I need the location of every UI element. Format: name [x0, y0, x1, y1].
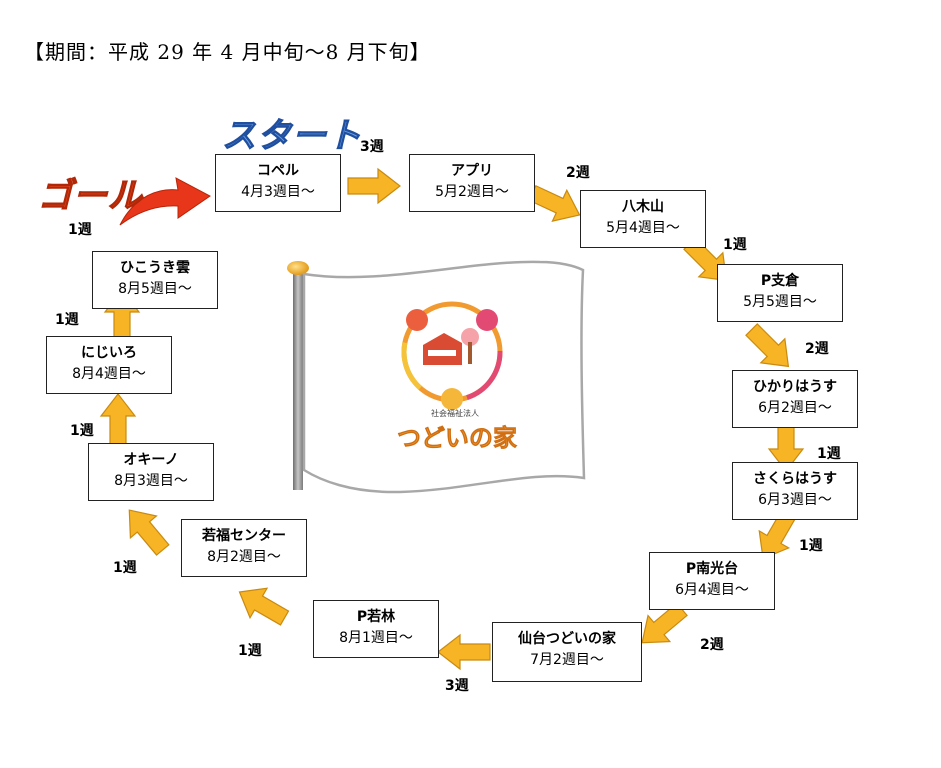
- stop-date: 4月3週目～: [241, 184, 315, 200]
- week-label: 1週: [55, 312, 79, 328]
- week-label: 2週: [805, 341, 829, 357]
- stop-date: 5月2週目～: [435, 184, 509, 200]
- org-name: つどいの家: [397, 424, 518, 453]
- flow-arrow: [99, 393, 137, 447]
- stop-name: アプリ: [451, 163, 493, 179]
- stop-date: 8月3週目～: [114, 473, 188, 489]
- week-label: 2週: [700, 637, 724, 653]
- goal-arrow: [119, 177, 211, 226]
- stop-p-wakabayashi: P若林 8月1週目～: [313, 600, 439, 658]
- week-label: 1週: [70, 423, 94, 439]
- stop-date: 8月1週目～: [339, 630, 413, 646]
- stop-copel: コペル 4月3週目～: [215, 154, 341, 212]
- flow-arrow: [128, 509, 170, 556]
- org-small-label: 社会福祉法人: [431, 409, 479, 418]
- stop-date: 8月2週目～: [207, 549, 281, 565]
- week-label: 1週: [68, 222, 92, 238]
- stop-name: さくらはうす: [753, 471, 837, 487]
- stop-sendai-tsudoi: 仙台つどいの家 7月2週目～: [492, 622, 642, 682]
- stop-name: 若福センター: [202, 528, 286, 544]
- stop-hikoukigumo: ひこうき雲 8月5週目～: [92, 251, 218, 309]
- week-label: 1週: [238, 643, 262, 659]
- stop-apuri: アプリ 5月2週目～: [409, 154, 535, 212]
- week-label: 1週: [723, 237, 747, 253]
- flow-arrow: [745, 323, 790, 368]
- stop-date: 6月3週目～: [758, 492, 832, 508]
- stop-p-hasekura: P支倉 5月5週目～: [717, 264, 843, 322]
- flow-arrow: [238, 587, 290, 626]
- stop-name: 仙台つどいの家: [518, 631, 616, 647]
- stop-name: P南光台: [685, 561, 739, 577]
- stop-date: 8月4週目～: [72, 366, 146, 382]
- start-label: スタート: [221, 115, 362, 156]
- stop-p-nankodai: P南光台 6月4週目～: [649, 552, 775, 610]
- stop-okino: オキーノ 8月3週目～: [88, 443, 214, 501]
- week-label: 2週: [566, 165, 590, 181]
- flag-pole: [293, 270, 303, 490]
- week-label: 3週: [360, 139, 384, 155]
- week-label: 1週: [817, 446, 841, 462]
- stop-date: 5月5週目～: [743, 294, 817, 310]
- stop-name: P若林: [356, 609, 396, 625]
- stop-date: 7月2週目～: [530, 652, 604, 668]
- stop-wakafuku-center: 若福センター 8月2週目～: [181, 519, 307, 577]
- stop-date: 5月4週目～: [606, 220, 680, 236]
- stop-name: ひこうき雲: [120, 260, 190, 276]
- stop-name: コペル: [257, 163, 299, 179]
- stop-name: ひかりはうす: [753, 379, 837, 395]
- stop-hikari-house: ひかりはうす 6月2週目～: [732, 370, 858, 428]
- stop-sakura-house: さくらはうす 6月3週目～: [732, 462, 858, 520]
- org-logo: [401, 301, 503, 410]
- stop-name: 八木山: [622, 199, 664, 215]
- flow-arrow: [437, 633, 491, 671]
- period-title: 【期間：平成 29 年 4 月中旬～8 月下旬】: [24, 40, 431, 64]
- flow-arrow: [683, 237, 728, 282]
- week-label: 3週: [445, 678, 469, 694]
- stop-name: にじいろ: [81, 345, 137, 361]
- week-label: 1週: [113, 560, 137, 576]
- stop-date: 6月4週目～: [675, 582, 749, 598]
- goal-label: ゴール: [37, 175, 143, 216]
- stop-nijiiro: にじいろ 8月4週目～: [46, 336, 172, 394]
- stop-name: P支倉: [760, 273, 800, 289]
- flow-arrow: [347, 167, 401, 205]
- flag-pole-top: [287, 261, 309, 275]
- stop-name: オキーノ: [123, 452, 179, 468]
- stop-yagiyama: 八木山 5月4週目～: [580, 190, 706, 248]
- stop-date: 6月2週目～: [758, 400, 832, 416]
- stop-date: 8月5週目～: [118, 281, 192, 297]
- flag: [302, 260, 586, 494]
- week-label: 1週: [799, 538, 823, 554]
